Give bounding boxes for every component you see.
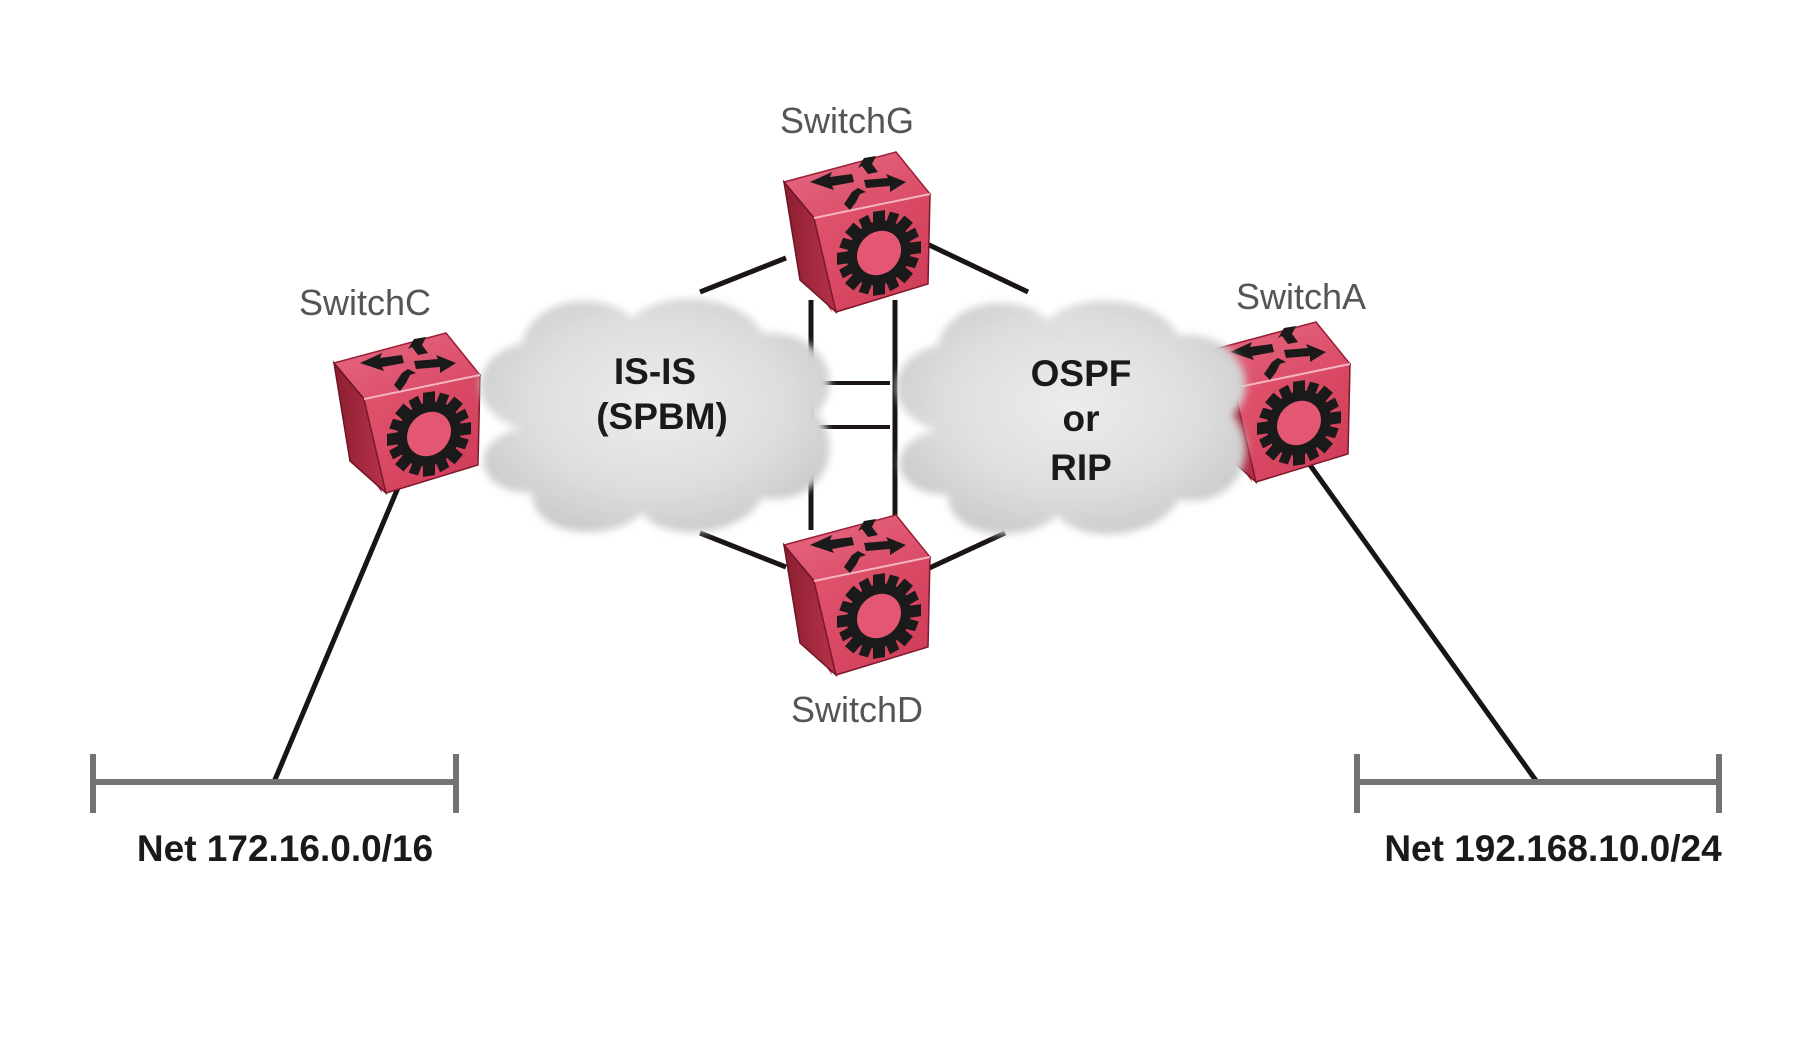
net-right-label: Net 192.168.10.0/24 bbox=[1384, 828, 1722, 869]
switch-d-label: SwitchD bbox=[791, 689, 923, 730]
link-switchd-isis bbox=[699, 530, 787, 570]
switch-c-label: SwitchC bbox=[299, 282, 431, 323]
net-segment-left bbox=[90, 754, 459, 813]
cloud-ospf-label-line3: RIP bbox=[1050, 447, 1112, 488]
net-left-label: Net 172.16.0.0/16 bbox=[137, 828, 433, 869]
switch-g-label: SwitchG bbox=[780, 100, 914, 141]
link-switchc-net-left bbox=[271, 482, 403, 783]
switch-g-icon bbox=[783, 151, 931, 313]
cloud-ospf-label-line1: OSPF bbox=[1031, 353, 1132, 394]
cloud-isis-label-line2: (SPBM) bbox=[596, 396, 728, 437]
switch-c-icon bbox=[333, 332, 481, 494]
cloud-ospf: OSPF or RIP bbox=[896, 300, 1246, 535]
link-switchg-ospf bbox=[923, 240, 1030, 295]
switch-g bbox=[783, 151, 931, 313]
switch-d-icon bbox=[783, 514, 931, 676]
link-switchd-ospf bbox=[923, 530, 1007, 573]
link-switchg-isis bbox=[699, 255, 787, 295]
net-segment-right bbox=[1354, 754, 1722, 813]
switch-a-label: SwitchA bbox=[1236, 276, 1366, 317]
switch-c bbox=[333, 332, 481, 494]
switch-d bbox=[783, 514, 931, 676]
cloud-ospf-label-line2: or bbox=[1063, 398, 1100, 439]
cloud-isis-label-line1: IS-IS bbox=[614, 351, 696, 392]
link-switcha-net-right bbox=[1307, 463, 1540, 784]
cloud-isis: IS-IS (SPBM) bbox=[480, 298, 830, 533]
